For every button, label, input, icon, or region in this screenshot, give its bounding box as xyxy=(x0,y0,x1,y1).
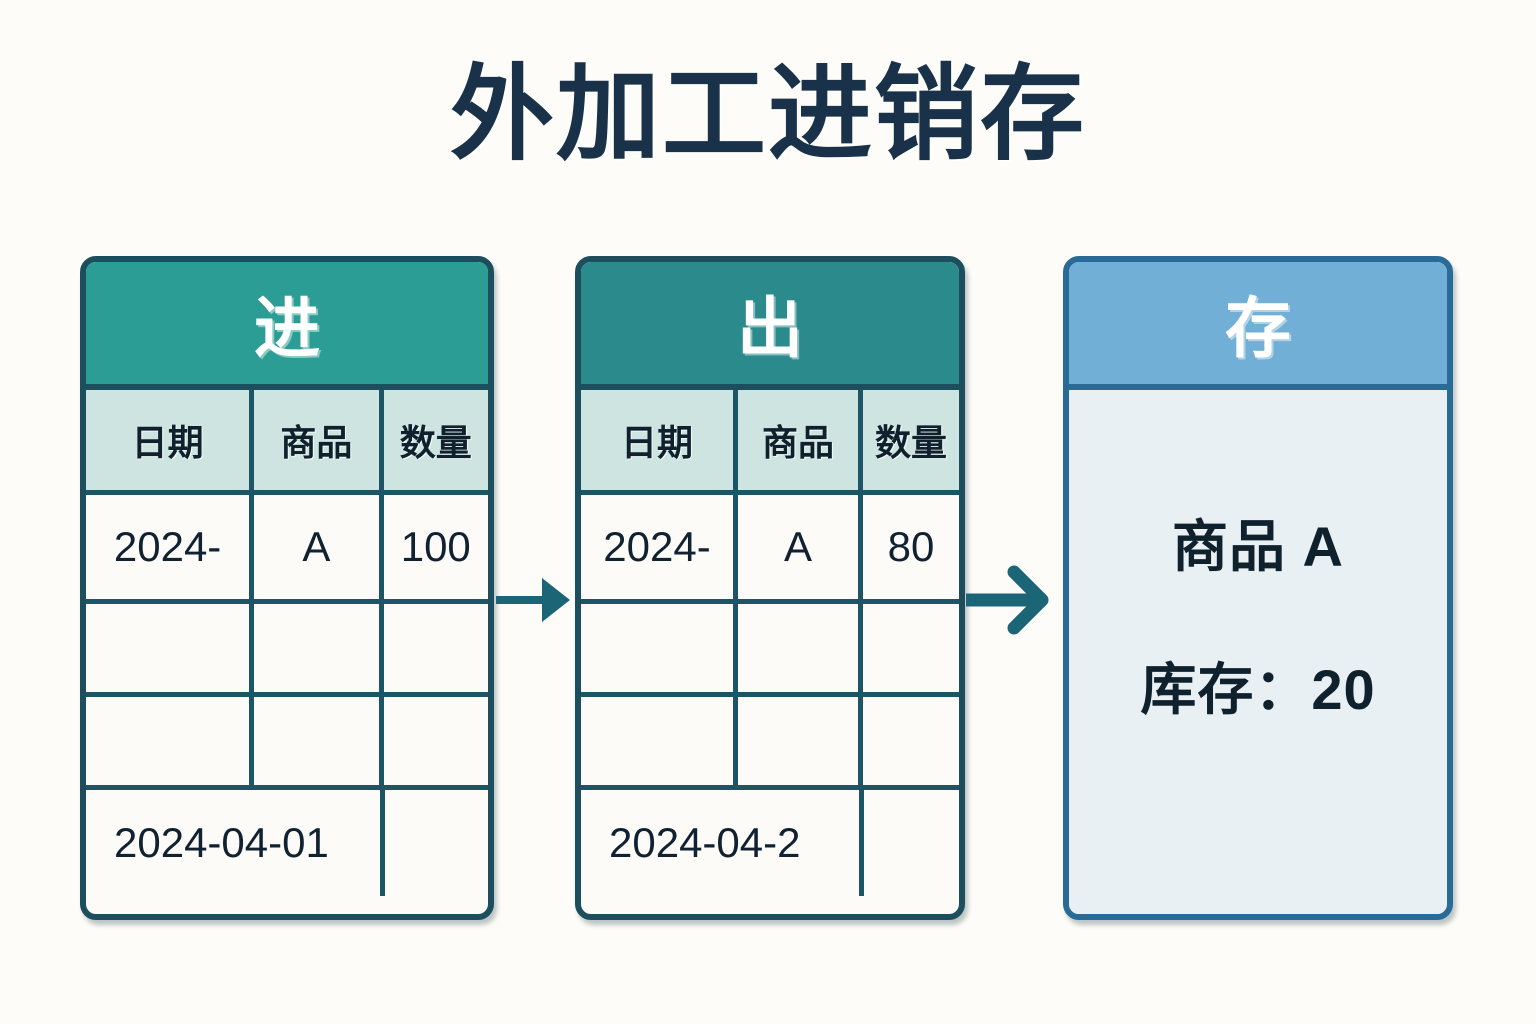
cell-date[interactable] xyxy=(86,697,250,785)
cell-item[interactable] xyxy=(249,604,379,692)
stock-quantity-label: 库存：20 xyxy=(1140,658,1376,721)
cell-date[interactable] xyxy=(581,604,733,692)
table-out-column-header-row: 日期 商品 数量 xyxy=(581,390,959,490)
table-in-grid: 日期 商品 数量 2024- A 100 2024-04-01 xyxy=(86,390,488,896)
cell-qty[interactable] xyxy=(378,604,488,692)
table-card-out[interactable]: 出 日期 商品 数量 2024- A 80 xyxy=(575,256,965,920)
cell-qty[interactable]: 80 xyxy=(858,495,959,599)
stock-product-label: 商品 A xyxy=(1172,515,1344,578)
table-row[interactable]: 2024-04-2 xyxy=(581,785,959,896)
stock-card[interactable]: 存 商品 A 库存：20 xyxy=(1063,256,1453,920)
table-out-header: 出 xyxy=(581,262,959,390)
cell-qty[interactable] xyxy=(859,790,959,896)
table-row[interactable]: 2024- A 100 xyxy=(86,490,488,599)
cell-qty[interactable] xyxy=(858,604,959,692)
table-card-in[interactable]: 进 日期 商品 数量 2024- A 100 xyxy=(80,256,494,920)
cell-qty[interactable]: 100 xyxy=(378,495,488,599)
cell-date-merged[interactable]: 2024-04-2 xyxy=(581,790,860,896)
page-title: 外加工进销存 xyxy=(449,57,1086,173)
table-row[interactable] xyxy=(581,692,959,785)
cell-date[interactable] xyxy=(86,604,250,692)
cell-qty[interactable] xyxy=(858,697,959,785)
table-row[interactable] xyxy=(581,599,959,692)
cell-item[interactable] xyxy=(733,604,858,692)
column-header-qty: 数量 xyxy=(378,390,488,490)
table-row[interactable] xyxy=(86,599,488,692)
cell-item[interactable]: A xyxy=(733,495,858,599)
cell-item[interactable] xyxy=(249,697,379,785)
arrow-out-to-stock-icon xyxy=(959,560,1050,640)
table-row[interactable]: 2024- A 80 xyxy=(581,490,959,599)
table-in-column-header-row: 日期 商品 数量 xyxy=(86,390,488,490)
cell-qty[interactable] xyxy=(379,790,488,896)
table-row[interactable] xyxy=(86,692,488,785)
stock-card-header: 存 xyxy=(1069,262,1447,390)
column-header-item: 商品 xyxy=(733,390,858,490)
table-out-grid: 日期 商品 数量 2024- A 80 2024-04-2 xyxy=(581,390,959,896)
column-header-date: 日期 xyxy=(581,390,733,490)
cell-item[interactable] xyxy=(733,697,858,785)
cell-date[interactable] xyxy=(581,697,733,785)
arrow-in-to-out-icon xyxy=(496,568,574,632)
cell-date-merged[interactable]: 2024-04-01 xyxy=(86,790,380,896)
column-header-item: 商品 xyxy=(249,390,379,490)
column-header-qty: 数量 xyxy=(858,390,959,490)
stock-card-body: 商品 A 库存：20 xyxy=(1069,390,1447,914)
cell-qty[interactable] xyxy=(378,697,488,785)
column-header-date: 日期 xyxy=(86,390,250,490)
cell-date[interactable]: 2024- xyxy=(581,495,733,599)
table-in-header: 进 xyxy=(86,262,488,390)
cell-item[interactable]: A xyxy=(249,495,379,599)
table-row[interactable]: 2024-04-01 xyxy=(86,785,488,896)
cell-date[interactable]: 2024- xyxy=(86,495,250,599)
